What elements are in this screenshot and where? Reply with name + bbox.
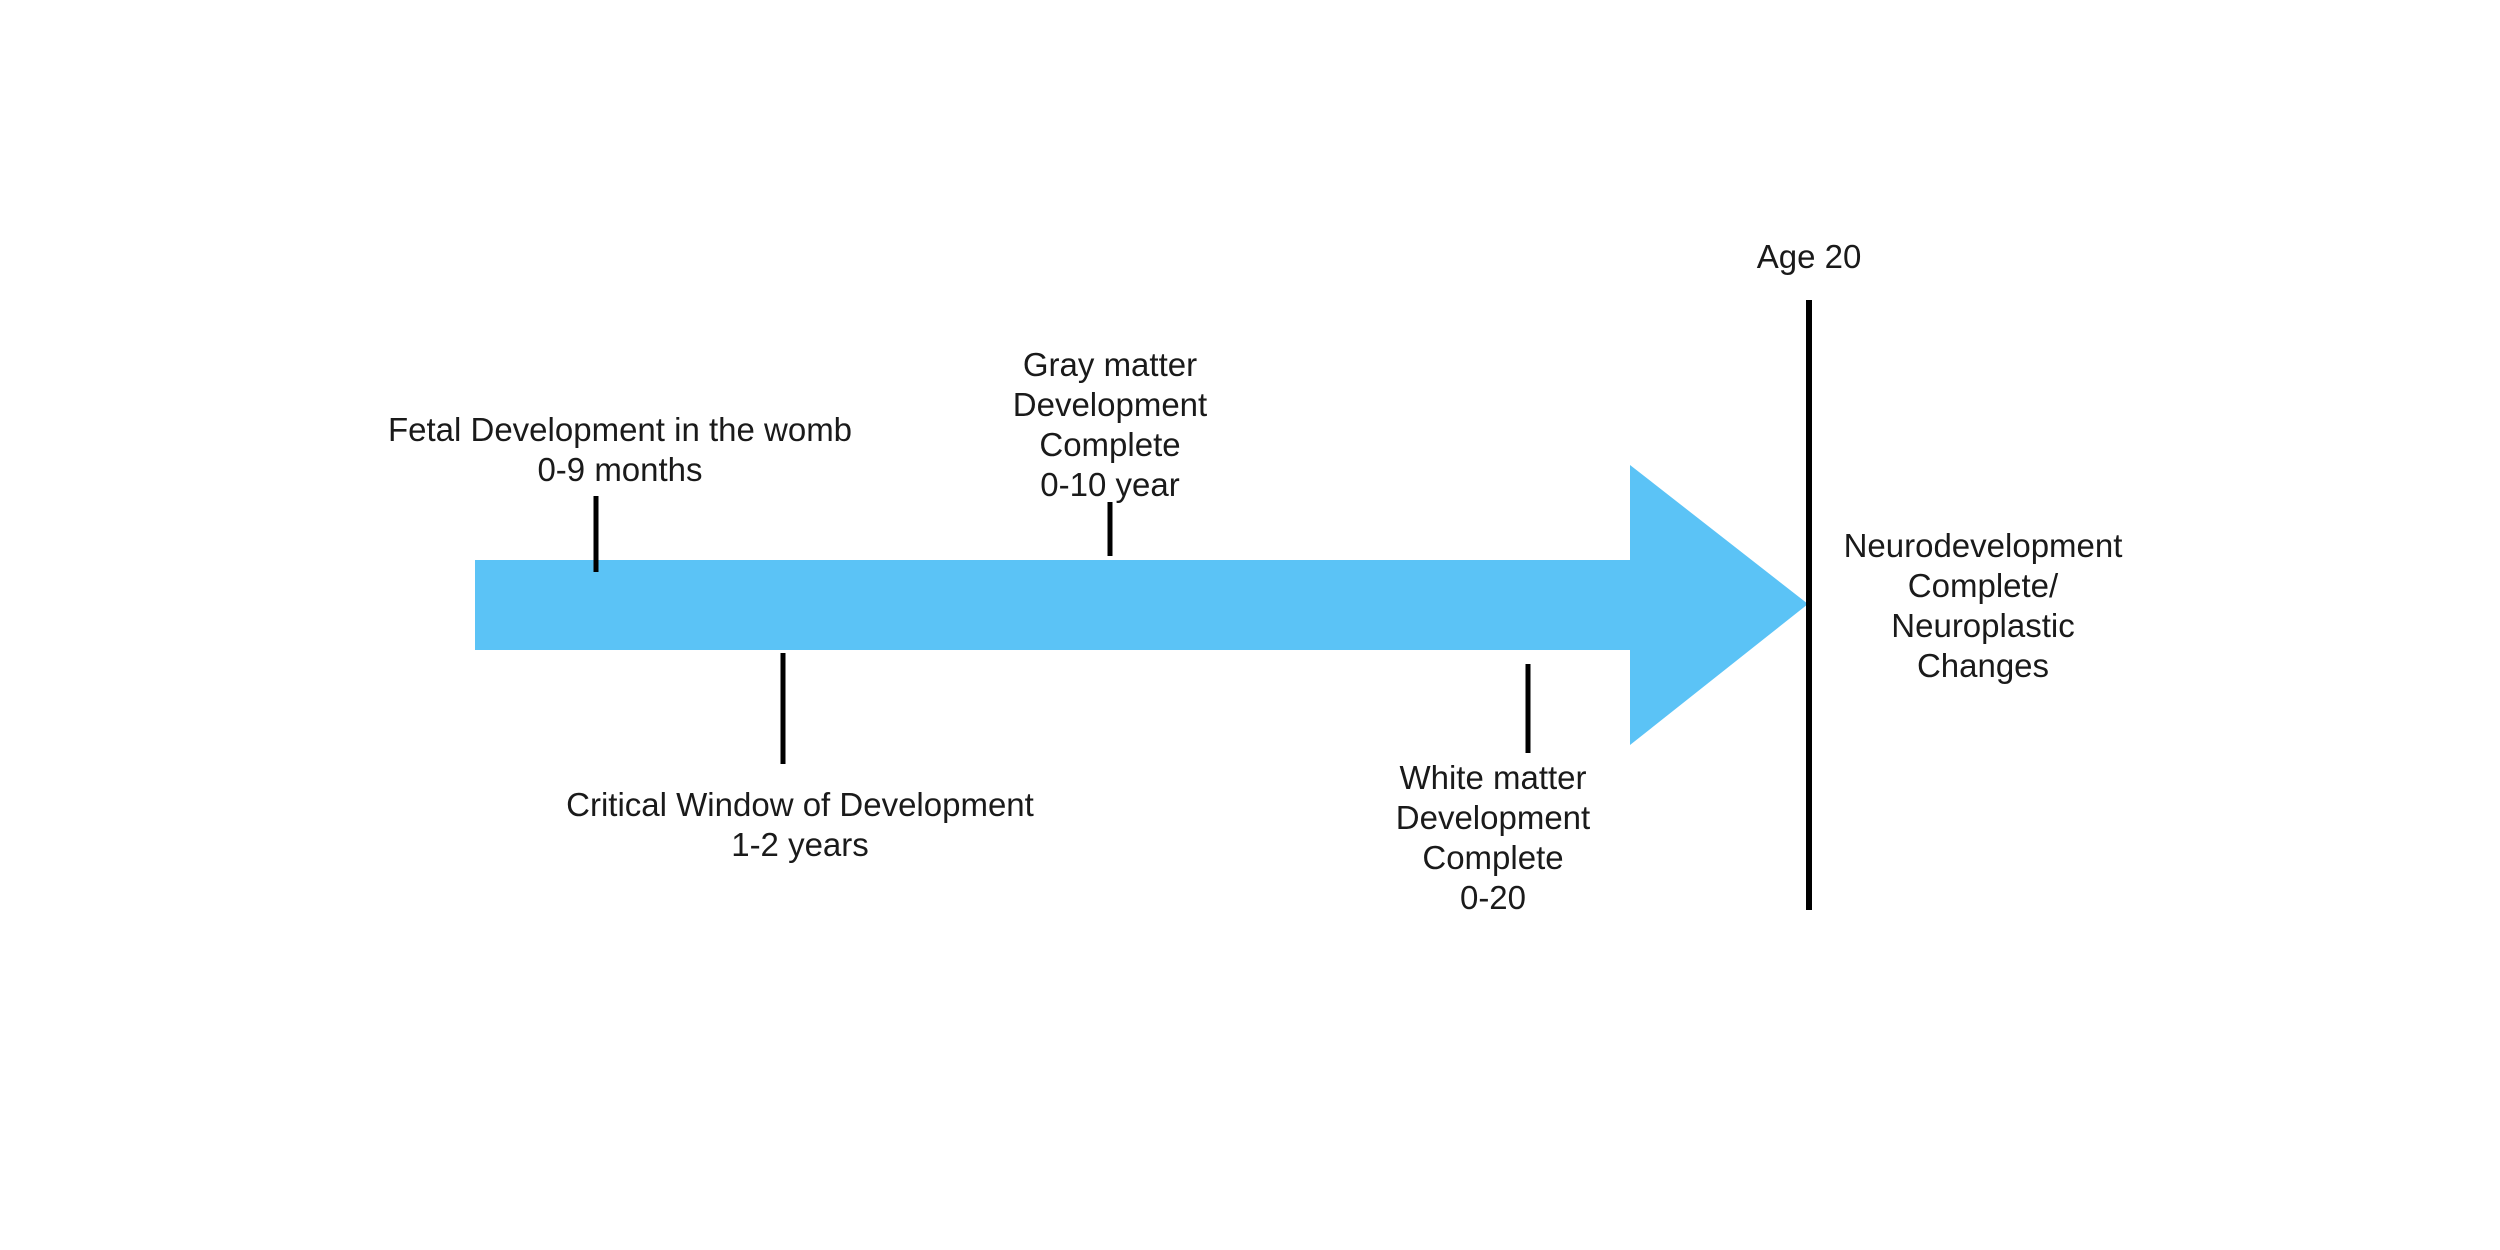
neurodevelopment-complete-label: Neurodevelopment Complete/ Neuroplastic …: [1843, 527, 2123, 684]
fetal-development-label: Fetal Development in the womb 0-9 months: [387, 411, 853, 488]
white-matter-label: White matter Development Complete 0-20: [1395, 759, 1591, 916]
timeline-arrow: [475, 465, 1808, 745]
age-20-label: Age 20: [1756, 238, 1862, 275]
critical-window-label: Critical Window of Development 1-2 years: [566, 786, 1034, 863]
gray-matter-label: Gray matter Development Complete 0-10 ye…: [1012, 346, 1208, 503]
